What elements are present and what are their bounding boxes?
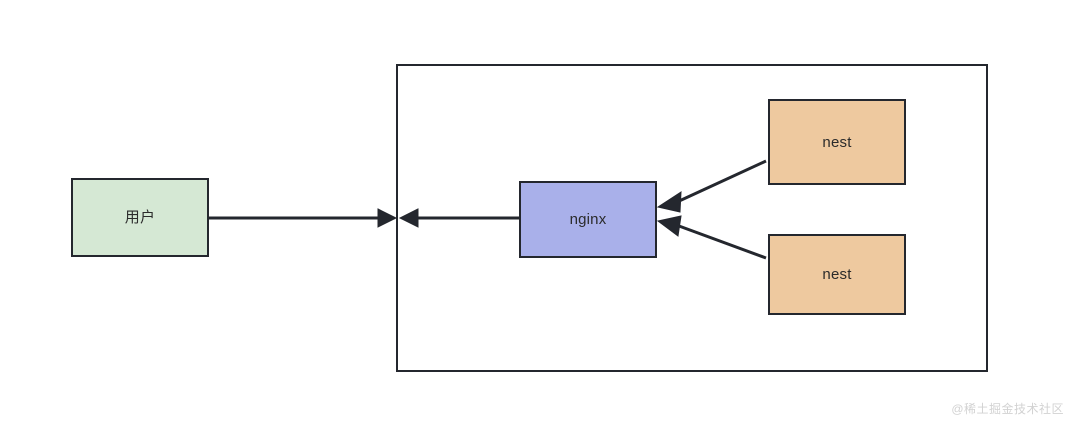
node-nest-bottom[interactable]: nest — [768, 234, 906, 315]
node-user-label: 用户 — [124, 209, 156, 226]
node-nginx[interactable]: nginx — [519, 181, 657, 258]
edge-nest-bottom-to-nginx — [656, 215, 767, 260]
edge-nginx-to-boundary — [398, 208, 519, 228]
node-nest-top-label: nest — [822, 133, 852, 151]
node-nest-bottom-label: nest — [822, 266, 852, 283]
node-nest-top[interactable]: nest — [768, 99, 906, 185]
server-boundary-container — [396, 64, 988, 372]
node-nginx-label: nginx — [569, 211, 607, 228]
watermark: @稀土掘金技术社区 — [951, 402, 1064, 416]
edge-user-to-boundary — [209, 208, 398, 228]
node-user[interactable]: 用户 — [71, 178, 209, 257]
edge-nest-top-to-nginx — [656, 159, 767, 213]
